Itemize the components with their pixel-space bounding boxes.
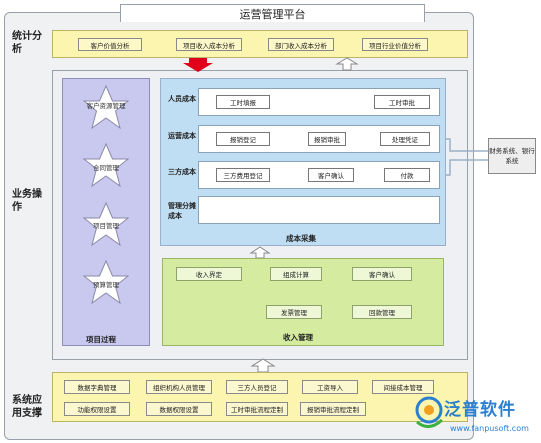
brand-name: 泛普软件 (444, 400, 516, 420)
step-third-party-entry[interactable]: 三方费用登记 (216, 168, 270, 182)
cost-label-third-party: 三方成本 (168, 167, 196, 176)
support-button-dictionary[interactable]: 数据字典管理 (64, 380, 130, 394)
brand-logo (415, 396, 444, 428)
step-voucher[interactable]: 处理凭证 (380, 132, 430, 146)
star-label-contract: 合同管理 (93, 164, 119, 172)
section-label-stats: 统计分析 (12, 31, 42, 55)
support-button-third-party[interactable]: 三方人员登记 (226, 380, 288, 394)
income-node-payment[interactable]: 回款管理 (352, 305, 412, 319)
cost-label-operations: 运营成本 (168, 131, 196, 140)
support-button-expense-flow[interactable]: 报销审批流程定制 (300, 402, 366, 416)
income-management-caption: 收入管理 (283, 333, 313, 342)
support-button-org[interactable]: 组织机构人员管理 (146, 380, 212, 394)
star-label-customer: 客户资源管理 (86, 102, 126, 110)
support-button-data-perm[interactable]: 数据权限设置 (146, 402, 212, 416)
support-button-salary-import[interactable]: 工资导入 (302, 380, 358, 394)
red-down-arrow (183, 58, 213, 72)
step-hours-entry[interactable]: 工时填报 (216, 95, 270, 109)
cost-row-allocation (198, 196, 440, 224)
star-label-project: 项目管理 (93, 222, 119, 230)
cost-label-allocation: 管理分摊成本 (168, 201, 196, 220)
finance-system: 财务系统、银行系统 (488, 138, 536, 174)
project-process-caption: 项目过程 (86, 335, 116, 344)
up-arrow-stats (335, 57, 359, 71)
step-hours-approval[interactable]: 工时审批 (374, 95, 430, 109)
step-payment[interactable]: 付款 (384, 168, 430, 182)
stats-button-industry-value[interactable]: 项目行业价值分析 (362, 38, 428, 51)
step-customer-confirm[interactable]: 客户确认 (308, 168, 354, 182)
star-label-budget: 预算管理 (93, 281, 119, 289)
cost-collection-caption: 成本采集 (286, 234, 316, 243)
section-label-business: 业务操作 (12, 189, 42, 213)
up-arrow-cost (249, 246, 271, 259)
support-button-indirect-cost[interactable]: 间接成本管理 (372, 380, 434, 394)
stats-button-project-income[interactable]: 项目收入成本分析 (176, 38, 242, 51)
up-arrow-support (250, 358, 276, 373)
section-label-support: 系统应用支撑 (12, 395, 42, 419)
income-node-confirm[interactable]: 客户确认 (352, 267, 412, 281)
support-button-hours-flow[interactable]: 工时审批流程定制 (226, 402, 288, 416)
finance-link-upper (439, 138, 488, 152)
platform-title: 运营管理平台 (120, 4, 425, 22)
support-button-function-perm[interactable]: 功能权限设置 (64, 402, 130, 416)
finance-link-lower (439, 159, 488, 176)
stats-button-customer-value[interactable]: 客户价值分析 (78, 38, 142, 51)
income-node-calc[interactable]: 组成计算 (270, 267, 322, 281)
step-expense-entry[interactable]: 报销登记 (216, 132, 270, 146)
income-node-define[interactable]: 收入界定 (176, 267, 242, 281)
brand-url: www.fanpusoft.com (450, 424, 529, 433)
stats-button-dept-income[interactable]: 部门收入成本分析 (268, 38, 334, 51)
step-expense-approval[interactable]: 报销审批 (308, 132, 346, 146)
income-node-invoice[interactable]: 发票管理 (266, 305, 322, 319)
cost-label-personnel: 人员成本 (168, 94, 196, 103)
